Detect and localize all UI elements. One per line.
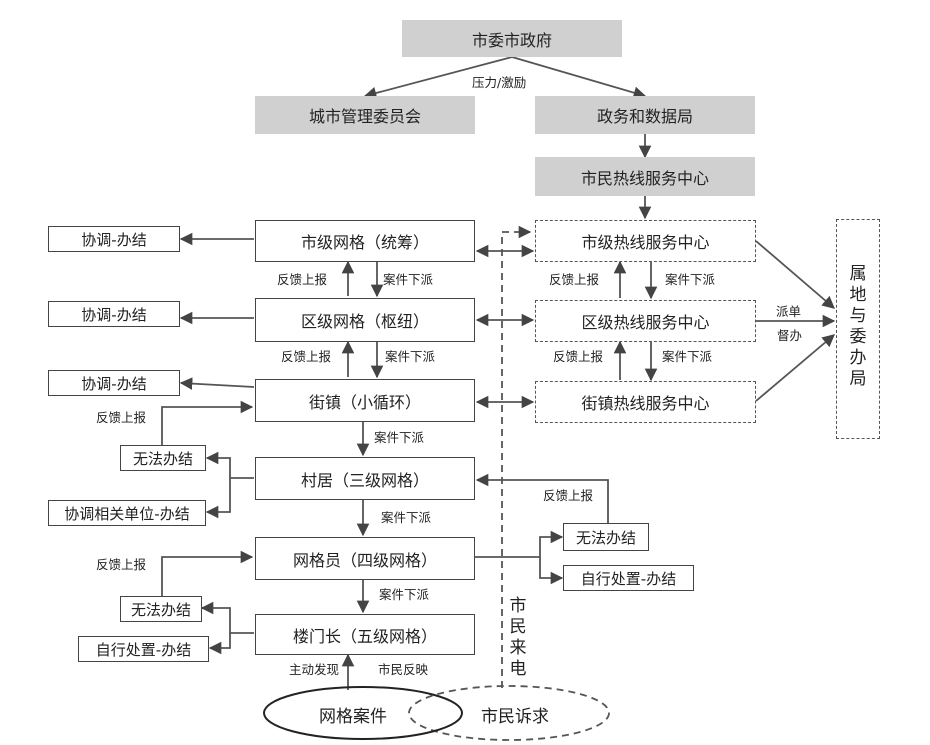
citizen-call-label: 市民来电 <box>509 596 527 679</box>
dispatch-label-5: 案件下派 <box>379 587 430 602</box>
grid-case-label: 网格案件 <box>319 707 387 727</box>
unable-box-right: 无法办结 <box>563 523 649 551</box>
unable-box-2: 无法办结 <box>120 596 202 622</box>
city-management-box: 城市管理委员会 <box>255 96 475 134</box>
hotline-feedback-label-2: 反馈上报 <box>553 349 604 364</box>
gridman-box: 网格员（四级网格） <box>255 537 475 580</box>
arrow-building-to-unable <box>200 601 254 634</box>
arrow-citizen-call <box>501 225 532 688</box>
street-hotline-box: 街镇热线服务中心 <box>535 381 756 423</box>
citizen-appeal-label: 市民诉求 <box>481 707 549 727</box>
city-grid-box: 市级网格（统筹） <box>255 220 475 262</box>
right-feedback-label: 反馈上报 <box>543 488 594 503</box>
local-office-box: 属地与委办局 <box>836 219 880 439</box>
coord-units-box: 协调相关单位-办结 <box>48 500 206 526</box>
unable-box-1: 无法办结 <box>120 445 206 471</box>
left-feedback-label-2: 反馈上报 <box>96 557 147 572</box>
hotline-dispatch-label-1: 案件下派 <box>665 272 716 287</box>
arrow-unable-feedback-to-street <box>161 400 254 445</box>
arrow-unable-right-feedback-to-village <box>475 473 609 523</box>
feedback-label-1: 反馈上报 <box>277 272 328 287</box>
citizen-appeal-ellipse <box>408 685 610 741</box>
hotline-center-box: 市民热线服务中心 <box>535 157 755 196</box>
coord-close-box-2: 协调-办结 <box>48 301 180 327</box>
dispatch-label-2: 案件下派 <box>385 349 436 364</box>
arrow-village-to-coord-units <box>205 478 231 519</box>
arrow-village-to-unable <box>205 451 254 479</box>
citizen-report-label: 市民反映 <box>378 662 429 677</box>
dispatch-order-label: 派单 <box>776 304 802 319</box>
village-grid-box: 村居（三级网格） <box>255 457 475 500</box>
building-leader-box: 楼门长（五级网格） <box>255 614 475 655</box>
district-hotline-box: 区级热线服务中心 <box>535 300 756 342</box>
hotline-feedback-label-1: 反馈上报 <box>549 272 600 287</box>
hotline-dispatch-label-2: 案件下派 <box>662 349 713 364</box>
government-box: 市委市政府 <box>402 20 622 57</box>
arrow-unable-feedback-to-gridman <box>161 550 254 596</box>
local-office-label: 属地与委办局 <box>849 264 867 389</box>
arrow-street-hotline-to-office <box>755 334 835 402</box>
dispatch-label-1: 案件下派 <box>383 272 434 287</box>
arrow-gridman-to-self-handle-right <box>539 557 564 585</box>
arrow-gov-to-data-bureau <box>511 56 647 99</box>
active-discovery-label: 主动发现 <box>289 662 340 677</box>
dispatch-label-3: 案件下派 <box>374 430 425 445</box>
feedback-label-2: 反馈上报 <box>281 349 332 364</box>
arrow-city-hotline-to-office <box>755 240 835 309</box>
grid-case-ellipse <box>263 686 463 740</box>
coord-close-box-1: 协调-办结 <box>48 226 180 252</box>
self-handle-box-left: 自行处置-办结 <box>78 636 209 662</box>
data-bureau-box: 政务和数据局 <box>535 96 755 134</box>
arrow-building-to-self-handle <box>208 633 231 655</box>
arrow-gov-to-city-management <box>363 56 513 100</box>
left-feedback-label-1: 反馈上报 <box>96 410 147 425</box>
district-grid-box: 区级网格（枢纽） <box>255 298 475 342</box>
coord-close-box-3: 协调-办结 <box>48 370 180 396</box>
street-grid-box: 街镇（小循环） <box>255 379 475 422</box>
arrow-street-to-coord <box>179 377 255 390</box>
self-handle-box-right: 自行处置-办结 <box>563 565 694 591</box>
dispatch-label-4: 案件下派 <box>381 510 432 525</box>
city-hotline-box: 市级热线服务中心 <box>535 220 756 262</box>
pressure-label: 压力/激励 <box>472 75 527 90</box>
supervise-label: 督办 <box>777 328 803 343</box>
arrow-gridman-to-unable-right <box>475 530 564 558</box>
